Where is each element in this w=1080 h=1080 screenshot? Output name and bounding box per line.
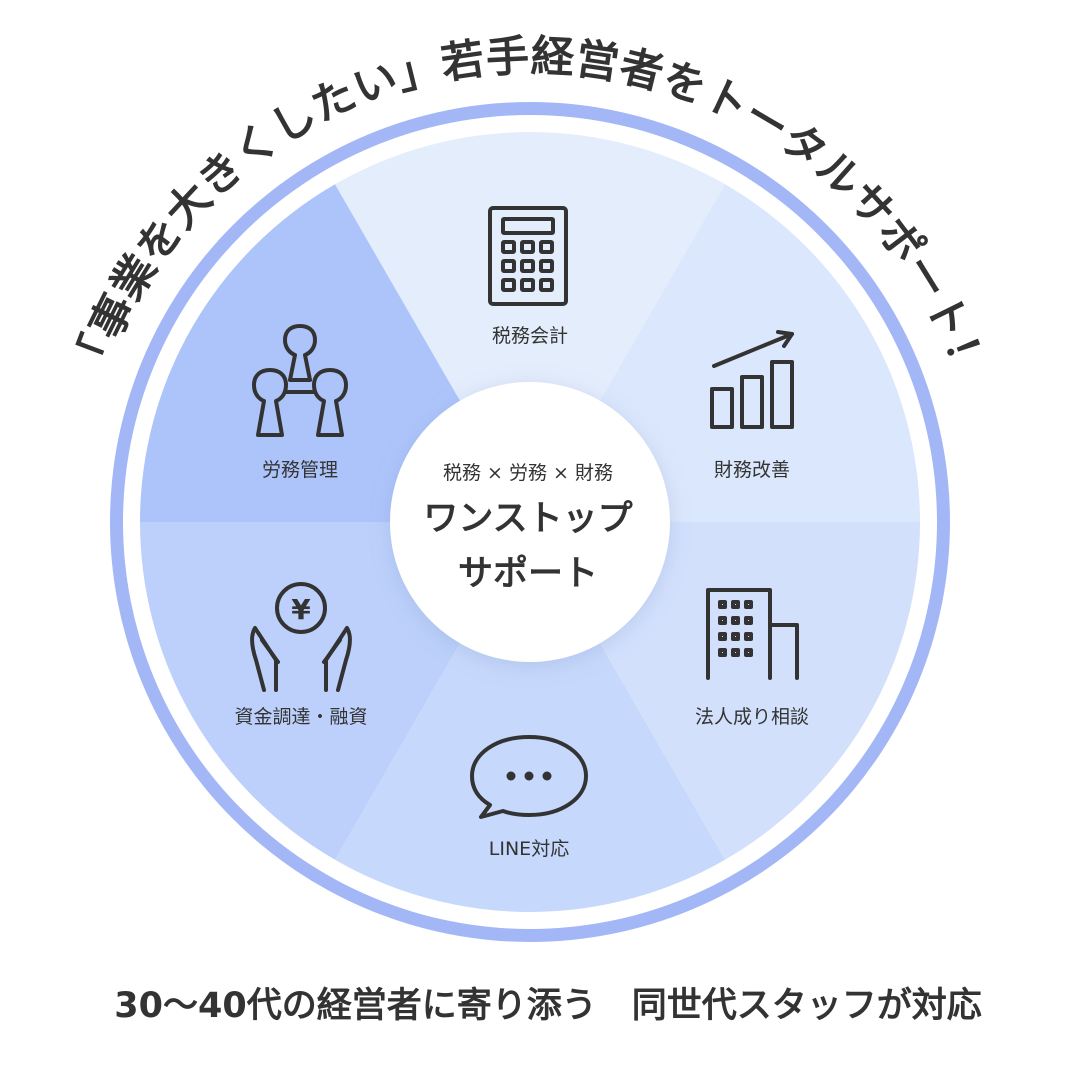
svg-text:¥: ¥ bbox=[291, 593, 311, 626]
segment-label: LINE対応 bbox=[489, 838, 569, 860]
arc-title-char: 経 bbox=[530, 31, 576, 83]
segment-wedge bbox=[335, 522, 725, 912]
arc-title-char: 若 bbox=[438, 34, 488, 90]
segment-wedge bbox=[335, 132, 725, 522]
footer-tagline: 30〜40代の経営者に寄り添う 同世代スタッフが対応 bbox=[114, 986, 981, 1026]
segment-label: 法人成り相談 bbox=[695, 706, 809, 728]
calculator-icon bbox=[488, 206, 568, 306]
arc-title-char: 営 bbox=[572, 34, 622, 90]
office-building-icon bbox=[706, 588, 799, 680]
segment-label: 労務管理 bbox=[262, 459, 338, 481]
growth-chart-icon bbox=[710, 330, 794, 429]
center-hub bbox=[390, 382, 670, 662]
yen-coin-hands-icon: ¥ bbox=[250, 582, 352, 692]
center-title-line2: サポート bbox=[458, 553, 598, 594]
center-title-line1: ワンストップ bbox=[423, 499, 632, 539]
segment-label: 財務改善 bbox=[714, 459, 790, 481]
arc-title-char: 手 bbox=[485, 31, 530, 83]
segment-label: 税務会計 bbox=[492, 325, 568, 347]
chat-bubble-icon bbox=[470, 735, 588, 819]
people-group-icon bbox=[252, 324, 348, 437]
segment-label: 資金調達・融資 bbox=[234, 706, 367, 728]
center-subtitle: 税務 × 労務 × 財務 bbox=[443, 462, 613, 484]
arc-title: 「事業を大きくしたい」若手経営者をトータルサポート！ bbox=[64, 31, 996, 387]
